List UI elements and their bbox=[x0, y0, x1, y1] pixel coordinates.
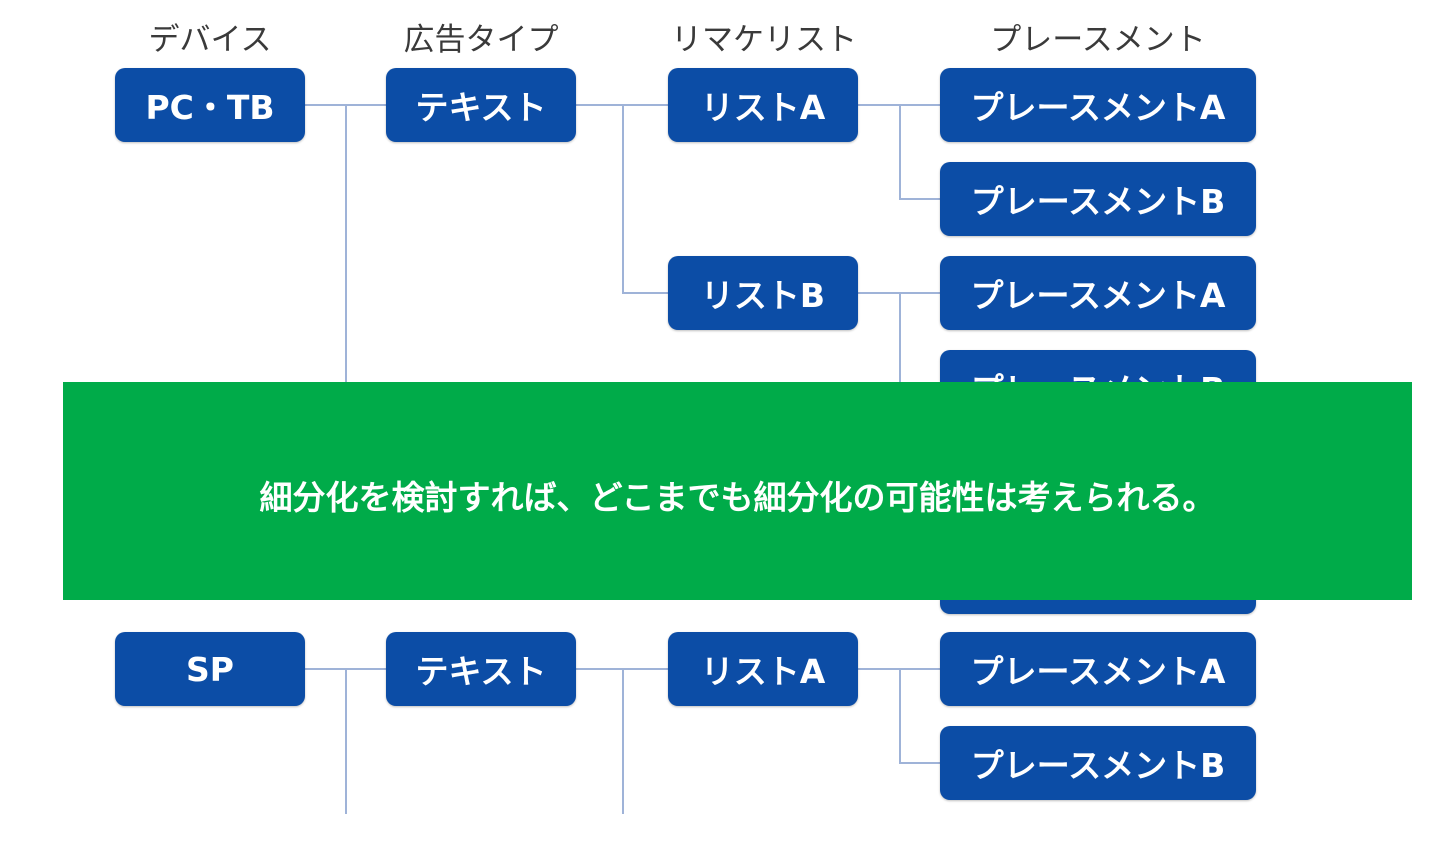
connector bbox=[899, 762, 940, 764]
node-list-a: リストA bbox=[668, 68, 858, 142]
node-list-b: リストB bbox=[668, 256, 858, 330]
connector bbox=[899, 292, 901, 394]
node-device-pc-tb: PC・TB bbox=[115, 68, 305, 142]
node-placement-b: プレースメントB bbox=[940, 726, 1256, 800]
message-banner: 細分化を検討すれば、どこまでも細分化の可能性は考えられる。 bbox=[63, 382, 1412, 600]
header-placement: プレースメント bbox=[990, 22, 1206, 58]
connector bbox=[622, 104, 624, 294]
header-device: デバイス bbox=[148, 22, 272, 58]
node-placement-a: プレースメントA bbox=[940, 68, 1256, 142]
node-ad-type-text: テキスト bbox=[386, 68, 576, 142]
connector bbox=[622, 292, 668, 294]
connector bbox=[899, 668, 901, 764]
node-placement-b: プレースメントB bbox=[940, 162, 1256, 236]
node-device-sp: SP bbox=[115, 632, 305, 706]
node-list-a: リストA bbox=[668, 632, 858, 706]
connector bbox=[345, 668, 347, 814]
node-ad-type-text: テキスト bbox=[386, 632, 576, 706]
connector bbox=[622, 668, 624, 814]
connector bbox=[345, 104, 347, 394]
connector bbox=[899, 198, 940, 200]
banner-text: 細分化を検討すれば、どこまでも細分化の可能性は考えられる。 bbox=[259, 478, 1216, 517]
header-remarketing-list: リマケリスト bbox=[671, 22, 857, 58]
node-placement-a: プレースメントA bbox=[940, 256, 1256, 330]
header-ad-type: 広告タイプ bbox=[403, 22, 559, 58]
connector bbox=[899, 104, 901, 200]
node-placement-a: プレースメントA bbox=[940, 632, 1256, 706]
